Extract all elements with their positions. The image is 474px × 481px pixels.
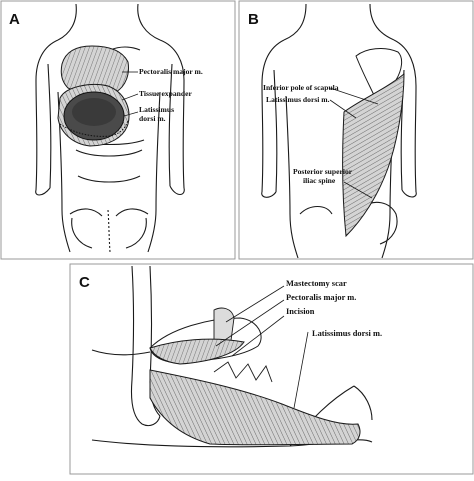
- label-tissue-expander: Tissue expander: [139, 89, 192, 98]
- label-inferior-pole-scapula: Inferior pole of scapula: [263, 83, 339, 92]
- label-pectoralis-a: Pectoralis major m.: [139, 67, 203, 76]
- pectoralis-muscle-c: [149, 338, 245, 365]
- latissimus-muscle-c: [149, 369, 361, 446]
- panel-a: A: [0, 0, 236, 260]
- panel-b-border: [238, 0, 474, 260]
- panel-b: B Inferior pole of scapula Latissim: [238, 0, 474, 260]
- tissue-expander-core: [72, 98, 116, 126]
- label-mastectomy-scar: Mastectomy scar: [286, 279, 347, 288]
- label-posterior-superior-line2: iliac spine: [303, 176, 336, 185]
- panel-c: C Mastectomy scar Pect: [69, 263, 474, 475]
- panel-a-leaders: [121, 71, 139, 117]
- latissimus-muscle-b: [342, 72, 405, 238]
- pectoralis-muscle-a: [60, 45, 129, 95]
- panel-a-letter: A: [9, 11, 20, 28]
- label-latissimus-a-line1: Latissimus: [139, 105, 174, 114]
- panel-b-leaders: [329, 87, 379, 199]
- panel-c-letter: C: [79, 274, 90, 291]
- panel-a-border: [0, 0, 236, 260]
- label-pectoralis-c: Pectoralis major m.: [286, 293, 356, 302]
- serratus-digitations: [213, 361, 273, 383]
- panel-c-leaders: [215, 285, 309, 409]
- suture-line-a: [59, 119, 129, 137]
- panel-c-border: [69, 263, 474, 475]
- panel-b-letter: B: [248, 11, 259, 28]
- label-latissimus-b: Latissimus dorsi m.: [266, 95, 330, 104]
- label-posterior-superior-line1: Posterior superior: [293, 167, 353, 176]
- label-latissimus-c: Latissimus dorsi m.: [312, 329, 382, 338]
- label-latissimus-a-line2: dorsi m.: [139, 114, 166, 123]
- label-incision: Incision: [286, 307, 315, 316]
